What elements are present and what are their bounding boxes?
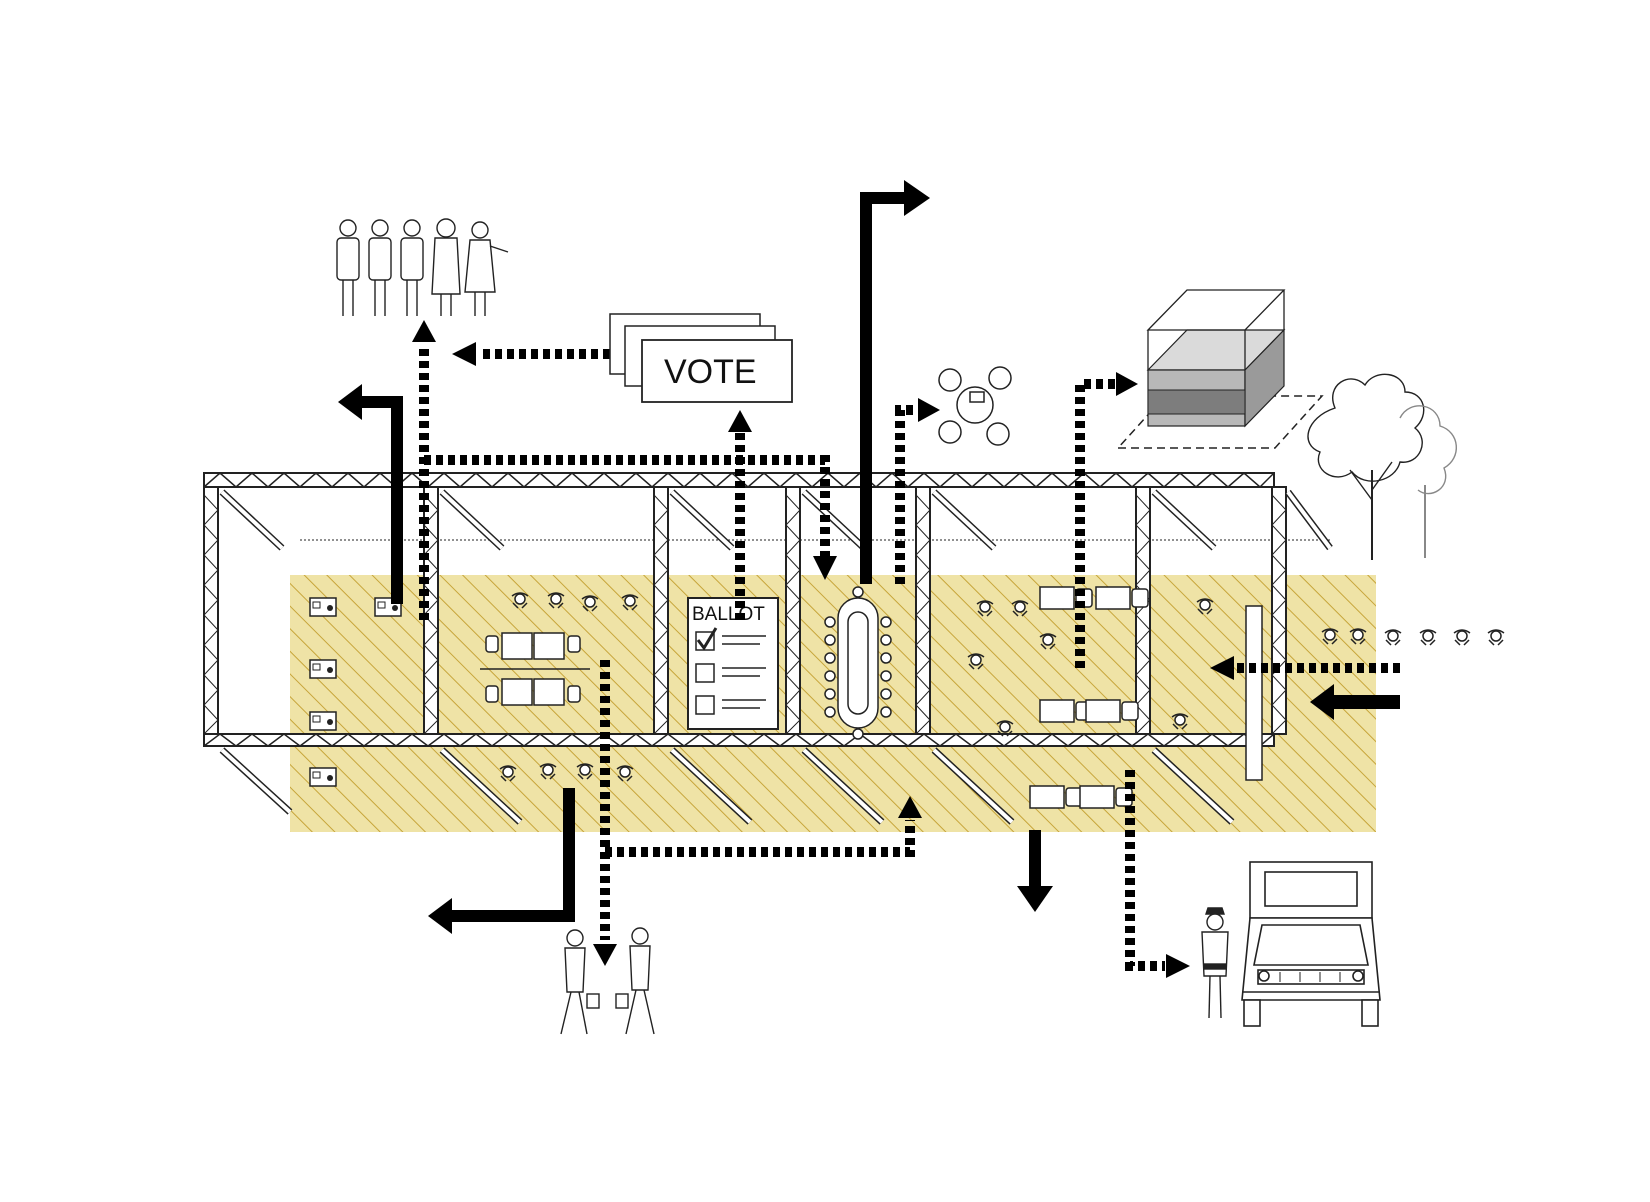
- tree-icon: [1307, 373, 1458, 560]
- exit-arrow-down: [1017, 830, 1053, 912]
- ballot-title: BALLOT: [692, 604, 765, 625]
- workstation-cluster: [480, 632, 590, 706]
- vote-card-stack: VOTE: [609, 313, 793, 403]
- floor-plane: [290, 575, 1376, 832]
- path-roof-connector: [424, 455, 830, 556]
- steel-frame: [203, 472, 1333, 825]
- round-table-meeting-icon: [938, 366, 1012, 446]
- exit-arrow-down-left: [428, 788, 575, 934]
- standing-people-group-icon: [336, 218, 509, 316]
- service-counter: [1245, 605, 1263, 781]
- police-officer-icon: [1201, 907, 1229, 1019]
- conference-table: [824, 586, 892, 740]
- transparent-box-icon: [1116, 289, 1324, 449]
- exit-arrow-left-top: [338, 384, 403, 604]
- ballot-sheet: BALLOT: [687, 597, 779, 730]
- path-to-officer: [1125, 770, 1165, 971]
- dotted-arrowheads: [412, 320, 1234, 978]
- ballot-checkbox: [695, 695, 715, 715]
- exit-arrow-up-right: [860, 180, 930, 584]
- vote-card-label: VOTE: [664, 353, 757, 391]
- solid-arrows: [338, 180, 1400, 934]
- entry-arrow-left: [1310, 684, 1400, 720]
- check-mark-icon: [696, 627, 718, 651]
- ballot-checkbox: [695, 663, 715, 683]
- walking-businessmen-icon: [560, 927, 655, 1035]
- dotted-flow-paths: [419, 345, 1400, 971]
- path-to-meeting: [895, 405, 918, 584]
- truck-icon: [1241, 861, 1381, 1027]
- path-floor-loop: [600, 660, 915, 857]
